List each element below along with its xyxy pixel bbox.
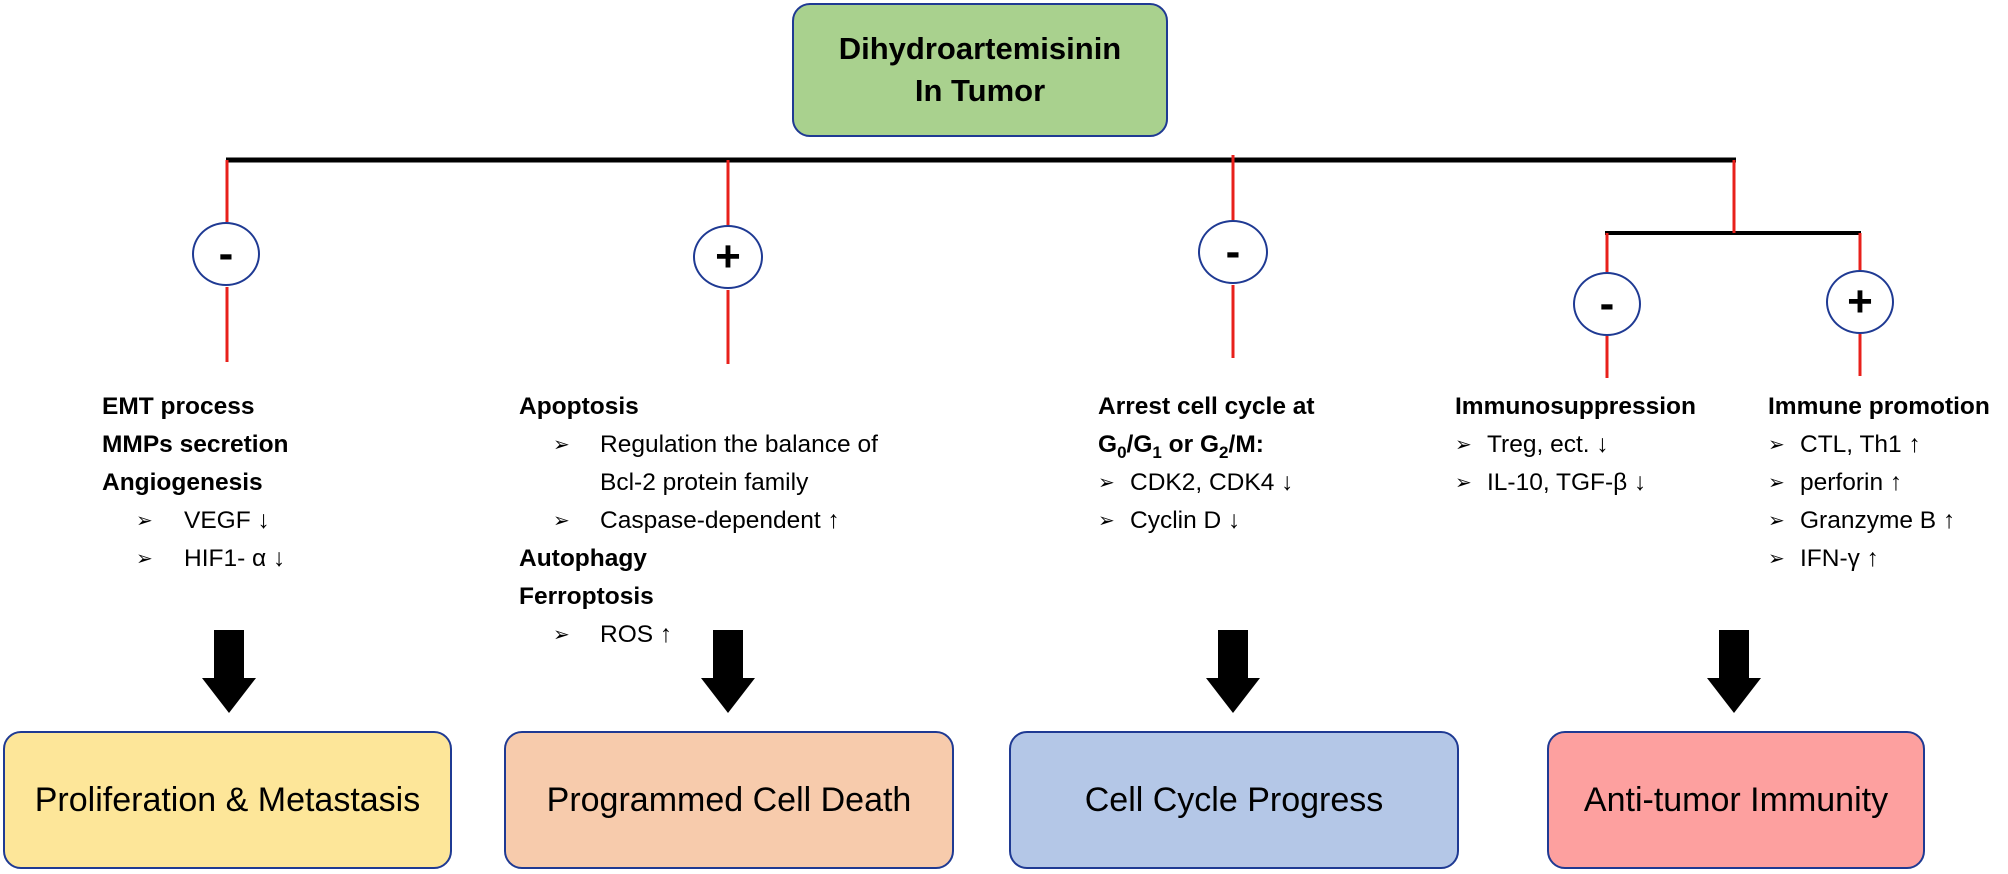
bullet-text: Regulation the balance of (600, 431, 878, 458)
list-item: ➢ HIF1- α ↓ (102, 540, 289, 578)
mmps-heading: MMPs secretion (102, 431, 289, 458)
list-item: ➢ Caspase-dependent ↑ (519, 502, 878, 540)
bullet-arrow-icon: ➢ (1768, 548, 1785, 570)
bullet-text: VEGF ↓ (184, 507, 270, 534)
list-item: ➢ Cyclin D ↓ (1098, 502, 1315, 540)
g-label: G (1098, 431, 1118, 458)
list-item: ➢ CTL, Th1 ↑ (1768, 426, 1990, 464)
bullet-text: Caspase-dependent ↑ (600, 507, 840, 534)
anti-tumor-immunity-box: Anti-tumor Immunity (1547, 731, 1925, 869)
bullet-arrow-icon: ➢ (136, 548, 153, 570)
bullet-arrow-icon: ➢ (1455, 472, 1472, 494)
bullet-text: Cyclin D ↓ (1130, 507, 1241, 534)
list-item: ➢ IFN-γ ↑ (1768, 540, 1990, 578)
immunosuppression-text-block: Immunosuppression ➢ Treg, ect. ↓ ➢ IL-10… (1455, 388, 1696, 502)
bullet-arrow-icon: ➢ (136, 510, 153, 532)
list-item: ➢ Regulation the balance of (519, 426, 878, 464)
cycle-down-arrow-icon (1206, 630, 1260, 713)
title-line2: In Tumor (914, 73, 1046, 108)
list-item: ➢ ROS ↑ (519, 616, 878, 654)
bullet-arrow-icon: ➢ (1098, 472, 1115, 494)
pcd-plus-sign: + (693, 225, 763, 289)
bullet-text: CTL, Th1 ↑ (1800, 431, 1921, 458)
ferroptosis-heading: Ferroptosis (519, 583, 654, 610)
bullet-text: Treg, ect. ↓ (1487, 431, 1609, 458)
bullet-text: CDK2, CDK4 ↓ (1130, 469, 1294, 496)
list-item: ➢ perforin ↑ (1768, 464, 1990, 502)
bullet-arrow-icon: ➢ (553, 624, 570, 646)
proliferation-label: Proliferation & Metastasis (34, 780, 421, 819)
bullet-arrow-icon: ➢ (1768, 510, 1785, 532)
bullet-arrow-icon: ➢ (553, 434, 570, 456)
immune-promotion-plus-sign: + (1826, 270, 1894, 334)
bullet-text: perforin ↑ (1800, 469, 1903, 496)
title-line1: Dihydroartemisinin (838, 31, 1122, 67)
immune-promotion-heading: Immune promotion (1768, 393, 1990, 420)
pcd-text-block: Apoptosis ➢ Regulation the balance of Bc… (519, 388, 878, 654)
cell-cycle-label: Cell Cycle Progress (1084, 780, 1384, 819)
g1-label: /G (1126, 431, 1153, 458)
bullet-arrow-icon: ➢ (1098, 510, 1115, 532)
immunosuppression-heading: Immunosuppression (1455, 393, 1696, 420)
angiogenesis-heading: Angiogenesis (102, 469, 263, 496)
bullet-arrow-icon: ➢ (553, 510, 570, 532)
list-item: ➢ VEGF ↓ (102, 502, 289, 540)
programmed-cell-death-label: Programmed Cell Death (546, 780, 912, 819)
bullet-text: IL-10, TGF-β ↓ (1487, 469, 1647, 496)
or-g2-label: or G (1161, 431, 1220, 458)
cycle-minus-sign: - (1198, 220, 1268, 284)
bullet-text: HIF1- α ↓ (184, 545, 286, 572)
bullet-arrow-icon: ➢ (1455, 434, 1472, 456)
autophagy-heading: Autophagy (519, 545, 647, 572)
list-item: ➢ CDK2, CDK4 ↓ (1098, 464, 1315, 502)
pcd-down-arrow-icon (701, 630, 755, 713)
emt-text-block: EMT process MMPs secretion Angiogenesis … (102, 388, 289, 578)
title-box: Dihydroartemisinin In Tumor (792, 3, 1168, 137)
g0-subscript: 0 (1117, 443, 1127, 462)
bullet-text: ROS ↑ (600, 621, 673, 648)
immunosuppression-minus-sign: - (1573, 272, 1641, 336)
cycle-heading-line1: Arrest cell cycle at (1098, 393, 1315, 420)
bullet-text: Granzyme B ↑ (1800, 507, 1956, 534)
immunity-down-arrow-icon (1707, 630, 1761, 713)
emt-heading: EMT process (102, 393, 255, 420)
immune-promotion-text-block: Immune promotion ➢ CTL, Th1 ↑ ➢ perforin… (1768, 388, 1990, 578)
list-item: ➢ IL-10, TGF-β ↓ (1455, 464, 1696, 502)
proliferation-box: Proliferation & Metastasis (3, 731, 452, 869)
emt-minus-sign: - (192, 222, 260, 286)
programmed-cell-death-box: Programmed Cell Death (504, 731, 954, 869)
bullet-continuation: Bcl-2 protein family (600, 469, 809, 496)
bullet-arrow-icon: ➢ (1768, 472, 1785, 494)
g2-subscript: 2 (1219, 443, 1229, 462)
m-label: /M: (1228, 431, 1264, 458)
emt-down-arrow-icon (202, 630, 256, 713)
list-item: ➢ Treg, ect. ↓ (1455, 426, 1696, 464)
g1-subscript: 1 (1152, 443, 1162, 462)
anti-tumor-immunity-label: Anti-tumor Immunity (1583, 780, 1889, 819)
bullet-text: IFN-γ ↑ (1800, 545, 1879, 572)
apoptosis-heading: Apoptosis (519, 393, 639, 420)
bullet-arrow-icon: ➢ (1768, 434, 1785, 456)
list-item: ➢ Granzyme B ↑ (1768, 502, 1990, 540)
cell-cycle-box: Cell Cycle Progress (1009, 731, 1459, 869)
